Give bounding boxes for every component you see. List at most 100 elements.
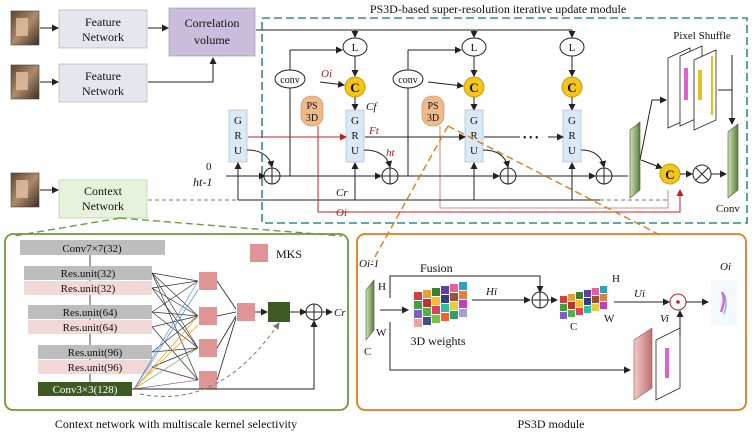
- svg-text:C: C: [567, 80, 576, 95]
- mks-box-1: [199, 272, 217, 290]
- context-network: Context Network: [59, 180, 147, 218]
- ps3d-block-1: PS 3D: [301, 96, 323, 126]
- context-cr-label: Cr: [334, 307, 346, 319]
- ht-label: ht: [386, 147, 396, 159]
- svg-text:Res.unit(96): Res.unit(96): [68, 347, 123, 359]
- lookup-node-2: L: [462, 38, 486, 56]
- svg-text:Network: Network: [82, 30, 124, 44]
- plus-node-4: [596, 168, 612, 184]
- svg-text:conv: conv: [398, 75, 417, 86]
- svg-text:Res.unit(32): Res.unit(32): [61, 283, 116, 295]
- svg-text:Res.unit(32): Res.unit(32): [61, 268, 116, 280]
- input-slice: [366, 280, 374, 340]
- svg-text:Correlation: Correlation: [185, 16, 240, 30]
- svg-text:PS: PS: [306, 101, 317, 112]
- ps3d-block-2: PS 3D: [422, 96, 444, 126]
- layer-conv7: Conv7×7(32): [20, 240, 165, 255]
- multiply-node: [693, 165, 711, 183]
- oi-output-label: Oi: [720, 261, 731, 273]
- svg-text:3D: 3D: [427, 113, 439, 124]
- svg-text:G: G: [470, 115, 478, 127]
- svg-text:3D: 3D: [306, 113, 318, 124]
- plus-node-2: [382, 168, 398, 184]
- svg-text:Network: Network: [82, 84, 124, 98]
- weights-3d: [414, 282, 467, 327]
- svg-text:R: R: [234, 130, 242, 142]
- pixel-shuffle-label: Pixel Shuffle: [673, 30, 731, 42]
- w-label: W: [376, 327, 387, 339]
- svg-text:L: L: [569, 42, 576, 54]
- svg-text:PS: PS: [427, 101, 438, 112]
- update-module-title: PS3D-based super-resolution iterative up…: [370, 2, 626, 16]
- concat-node-1: C: [345, 77, 365, 97]
- conv-node-2: conv: [393, 70, 423, 88]
- svg-text:Network: Network: [82, 199, 124, 213]
- c2-label: C: [570, 321, 577, 333]
- context-plus-node: [306, 304, 322, 320]
- svg-text:Res.unit(64): Res.unit(64): [63, 307, 118, 319]
- svg-text:R: R: [351, 130, 359, 142]
- svg-text:conv: conv: [280, 75, 299, 86]
- input-image-2: [11, 65, 39, 99]
- lookup-node-1: L: [343, 38, 367, 56]
- w2-label: W: [604, 313, 615, 325]
- output-oi-slice: [711, 280, 737, 326]
- svg-text:U: U: [234, 145, 242, 157]
- mks-output-box: [268, 302, 290, 322]
- gru-block-1: G R U: [346, 110, 364, 162]
- vi-label: Vi: [660, 313, 669, 325]
- conv-node-1: conv: [275, 70, 305, 88]
- mks-box-2: [199, 307, 217, 325]
- conv-output-label: Conv: [716, 203, 740, 215]
- input-image-1: [11, 11, 39, 45]
- svg-text:G: G: [351, 115, 359, 127]
- layer-res64-a: Res.unit(64): [28, 305, 152, 319]
- cr-label: Cr: [336, 187, 348, 199]
- svg-text:R: R: [470, 130, 478, 142]
- mks-box-4: [199, 371, 217, 389]
- cf-label: Cf: [366, 101, 378, 113]
- svg-text:L: L: [352, 42, 359, 54]
- context-panel-caption: Context network with multiscale kernel s…: [55, 417, 297, 431]
- lookup-node-3: L: [560, 38, 584, 56]
- weights-3d-label: 3D weights: [411, 334, 466, 348]
- fusion-plus-node: [532, 292, 548, 308]
- h-label: H: [378, 281, 386, 293]
- zero-label: 0: [206, 161, 212, 173]
- mks-box-3: [199, 339, 217, 357]
- layer-res32-a: Res.unit(32): [24, 266, 152, 280]
- svg-text:G: G: [568, 115, 576, 127]
- svg-text:G: G: [234, 115, 242, 127]
- svg-text:Res.unit(96): Res.unit(96): [68, 362, 123, 374]
- svg-text:U: U: [568, 145, 576, 157]
- fused-features: [560, 286, 607, 319]
- mks-legend-label: MKS: [276, 247, 302, 261]
- ui-label: Ui: [634, 288, 645, 300]
- layer-conv3: Conv3×3(128): [38, 382, 132, 396]
- layer-res64-b: Res.unit(64): [28, 320, 152, 334]
- fusion-label: Fusion: [420, 261, 453, 275]
- input-image-3: [11, 173, 39, 207]
- conv-output-slice: [728, 124, 738, 198]
- svg-text:Feature: Feature: [85, 15, 121, 29]
- svg-text:C: C: [469, 80, 478, 95]
- svg-text:R: R: [568, 130, 576, 142]
- svg-text:Conv3×3(128): Conv3×3(128): [53, 384, 118, 396]
- oi-1-label: Oi-1: [359, 258, 379, 270]
- ps3d-panel-caption: PS3D module: [517, 417, 584, 431]
- svg-text:C: C: [665, 167, 674, 182]
- mks-fuse-box: [237, 303, 255, 321]
- plus-node-3: [500, 168, 516, 184]
- vi-slice-stack: [634, 328, 680, 400]
- oi-label: Oi: [321, 68, 332, 80]
- layer-res96-b: Res.unit(96): [38, 360, 152, 374]
- svg-text:L: L: [471, 42, 478, 54]
- output-slice: [630, 122, 640, 198]
- plus-node-1: [264, 168, 280, 184]
- layer-res32-b: Res.unit(32): [24, 281, 152, 295]
- ellipsis: • • •: [523, 133, 539, 144]
- layer-res96-a: Res.unit(96): [38, 345, 152, 359]
- ht-1-label: ht-1: [193, 175, 212, 189]
- svg-text:Feature: Feature: [85, 69, 121, 83]
